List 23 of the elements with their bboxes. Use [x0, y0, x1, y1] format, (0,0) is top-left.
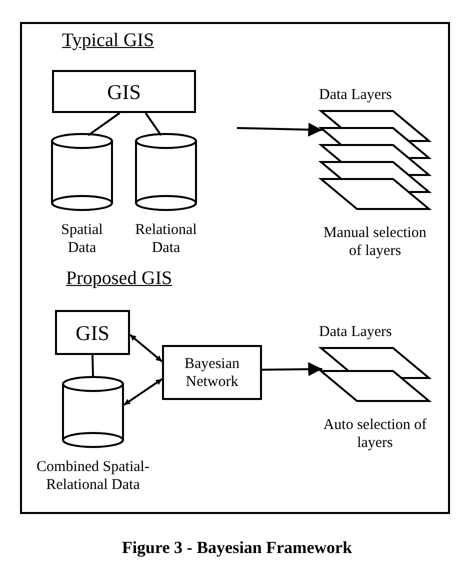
node-label: Bayesian Network [184, 354, 240, 390]
figure-caption: Figure 3 - Bayesian Framework [120, 538, 354, 558]
node-label: Data Layers [319, 323, 393, 341]
node-label: Data Layers [319, 86, 393, 104]
arrow [236, 122, 322, 137]
connector-line [92, 354, 94, 376]
node-label: Relational Data [134, 221, 198, 257]
section-heading: Proposed GIS [66, 268, 172, 290]
node-label: Auto selection of layers [322, 416, 428, 452]
arrow [123, 378, 163, 406]
connector-line [144, 112, 162, 136]
node-label: Combined Spatial-Relational Data [36, 458, 150, 494]
arrow [129, 334, 163, 362]
node-label: Spatial Data [60, 221, 104, 257]
connector-line [88, 112, 120, 136]
node-label: GIS [74, 320, 110, 344]
process-box [162, 345, 262, 400]
node-label: GIS [106, 80, 142, 104]
node-label: Manual selection of layers [322, 224, 428, 260]
section-heading: Typical GIS [62, 30, 154, 52]
process-box [52, 70, 196, 113]
process-box [55, 310, 130, 355]
arrow [262, 362, 322, 376]
